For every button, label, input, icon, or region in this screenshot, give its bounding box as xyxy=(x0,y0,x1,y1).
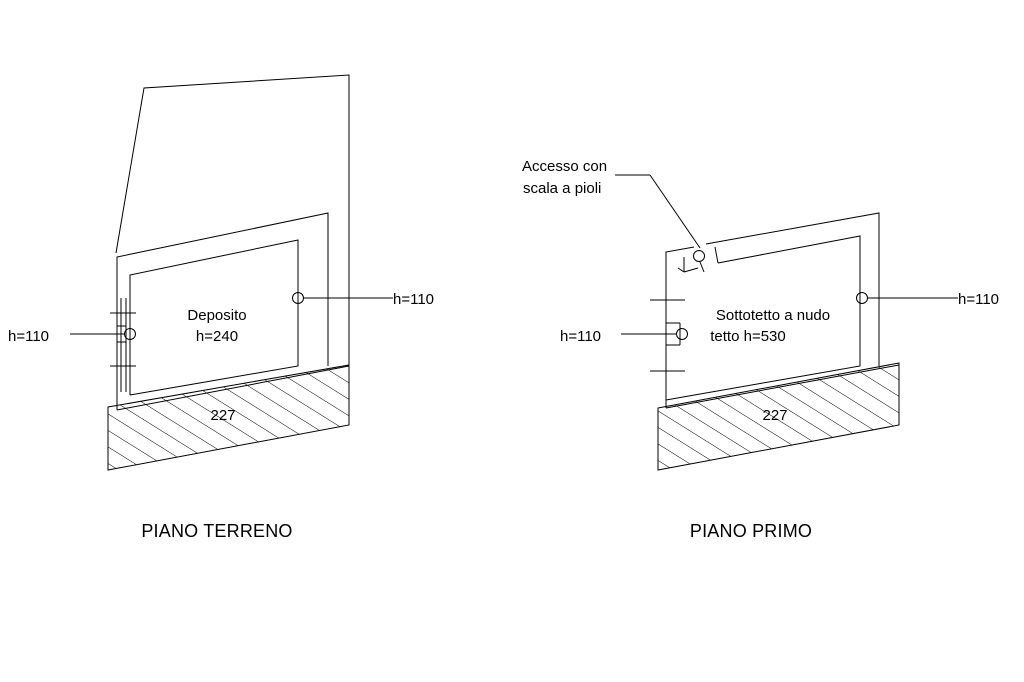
height-marker-right xyxy=(856,292,868,304)
access-note-line1: Accesso con xyxy=(522,158,607,175)
plan-title: PIANO PRIMO xyxy=(690,521,812,541)
hatch-jamb-right xyxy=(714,246,719,264)
room-name: Deposito xyxy=(187,307,246,324)
plan-piano-terreno: h=110 h=110 Deposito h=240 227 PIANO TER… xyxy=(8,74,434,541)
outer-wall-right xyxy=(705,212,880,366)
access-marker xyxy=(693,250,705,262)
floor-area-label: 227 xyxy=(210,407,235,424)
inner-wall-right xyxy=(665,235,861,401)
height-label-left: h=110 xyxy=(8,328,49,345)
height-marker-right xyxy=(292,292,304,304)
floor-area-label: 227 xyxy=(762,407,787,424)
height-label-right: h=110 xyxy=(393,291,434,308)
inner-wall xyxy=(129,239,299,396)
height-label-right: h=110 xyxy=(958,291,999,308)
room-height: tetto h=530 xyxy=(710,328,785,345)
room-name: Sottotetto a nudo xyxy=(716,307,830,324)
ground-slab-hatch xyxy=(657,362,900,471)
height-marker-left xyxy=(124,328,136,340)
ground-slab-hatch xyxy=(107,364,350,471)
plan-piano-primo: Accesso con scala a pioli h=110 h=110 So… xyxy=(522,158,999,541)
window-opening xyxy=(110,298,136,392)
access-note-line2: scala a pioli xyxy=(523,180,601,197)
height-label-left: h=110 xyxy=(560,328,601,345)
room-height: h=240 xyxy=(196,328,238,345)
roof-outline xyxy=(115,74,350,366)
outer-wall xyxy=(665,246,695,408)
inner-wall xyxy=(683,267,699,273)
height-marker-left xyxy=(676,328,688,340)
plan-title: PIANO TERRENO xyxy=(141,521,292,541)
